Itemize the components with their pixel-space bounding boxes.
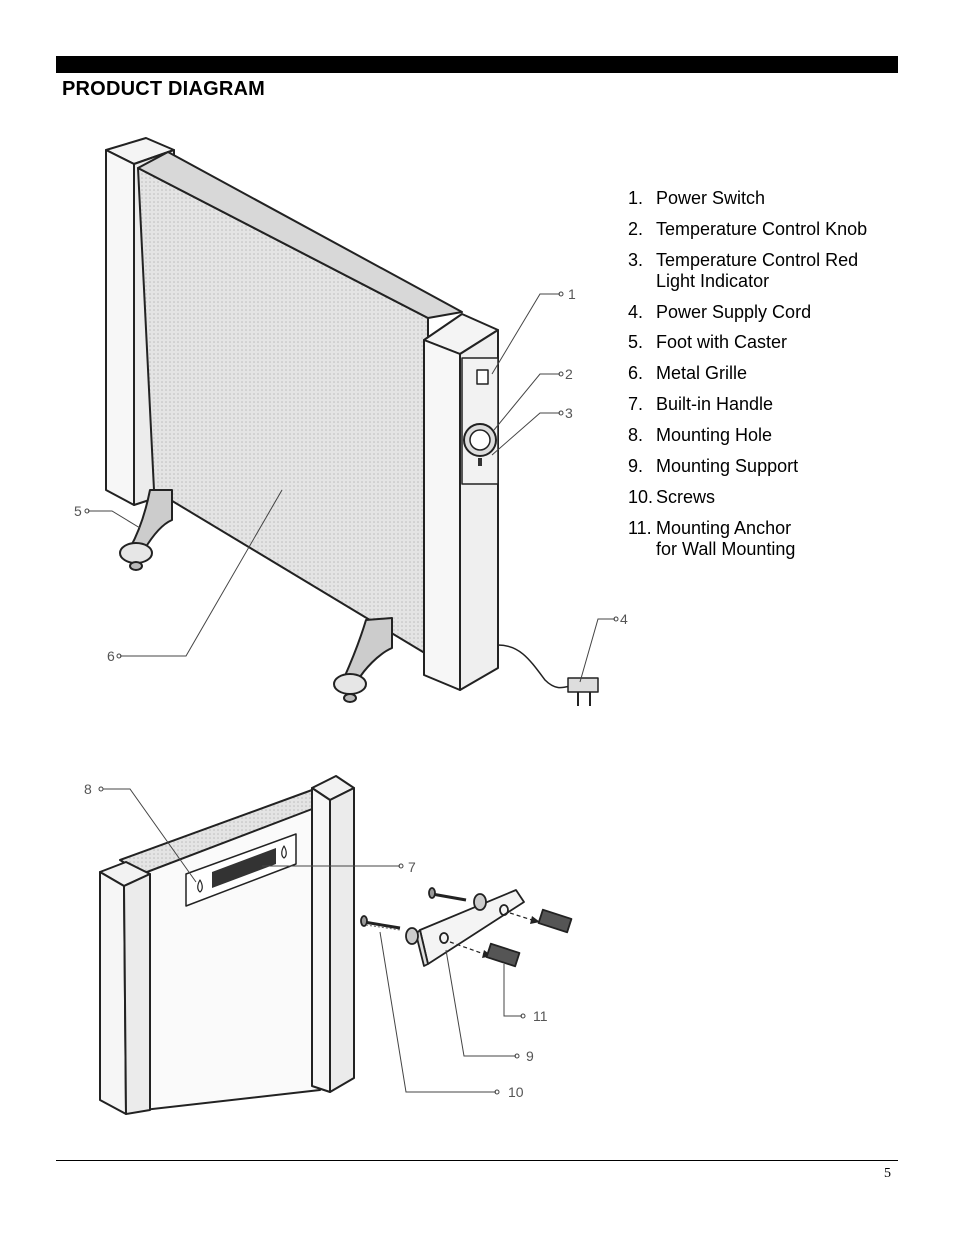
- callout-6: 6: [107, 648, 115, 664]
- callout-3: 3: [565, 405, 573, 421]
- callout-11: 11: [533, 1008, 548, 1024]
- list-item: 8.Mounting Hole: [628, 425, 773, 445]
- callout-1: 1: [568, 286, 576, 302]
- list-item: 10.Screws: [628, 487, 716, 507]
- list-item: 5.Foot with Caster: [628, 332, 788, 352]
- page-number: 5: [884, 1166, 891, 1181]
- callout-lines-bottom: [98, 786, 526, 1095]
- heater-rear-illustration: [99, 775, 355, 1115]
- footer-rule: [56, 1160, 898, 1161]
- callout-lines-top: [84, 291, 619, 683]
- top-rule: [56, 56, 898, 73]
- mounting-hardware: [360, 887, 573, 968]
- list-item: 2.Temperature Control Knob: [628, 219, 868, 239]
- callout-5: 5: [74, 503, 82, 519]
- list-item: 11.Mounting Anchor for Wall Mounting: [628, 518, 796, 559]
- list-item: 1.Power Switch: [628, 188, 766, 208]
- callout-7: 7: [408, 859, 416, 875]
- page-title: PRODUCT DIAGRAM: [62, 78, 265, 100]
- list-item: 6.Metal Grille: [628, 363, 748, 383]
- callout-10: 10: [508, 1084, 524, 1100]
- heater-illustration: [105, 137, 599, 706]
- callout-4: 4: [620, 611, 628, 627]
- callout-2: 2: [565, 366, 573, 382]
- parts-list: 1.Power Switch 2.Temperature Control Kno…: [628, 188, 928, 560]
- list-item: 9.Mounting Support: [628, 456, 799, 476]
- callout-8: 8: [84, 781, 92, 797]
- list-item: 4.Power Supply Cord: [628, 302, 812, 322]
- list-item: 3.Temperature Control Red Light Indicato…: [628, 250, 859, 291]
- list-item: 7.Built-in Handle: [628, 394, 774, 414]
- callout-9: 9: [526, 1048, 534, 1064]
